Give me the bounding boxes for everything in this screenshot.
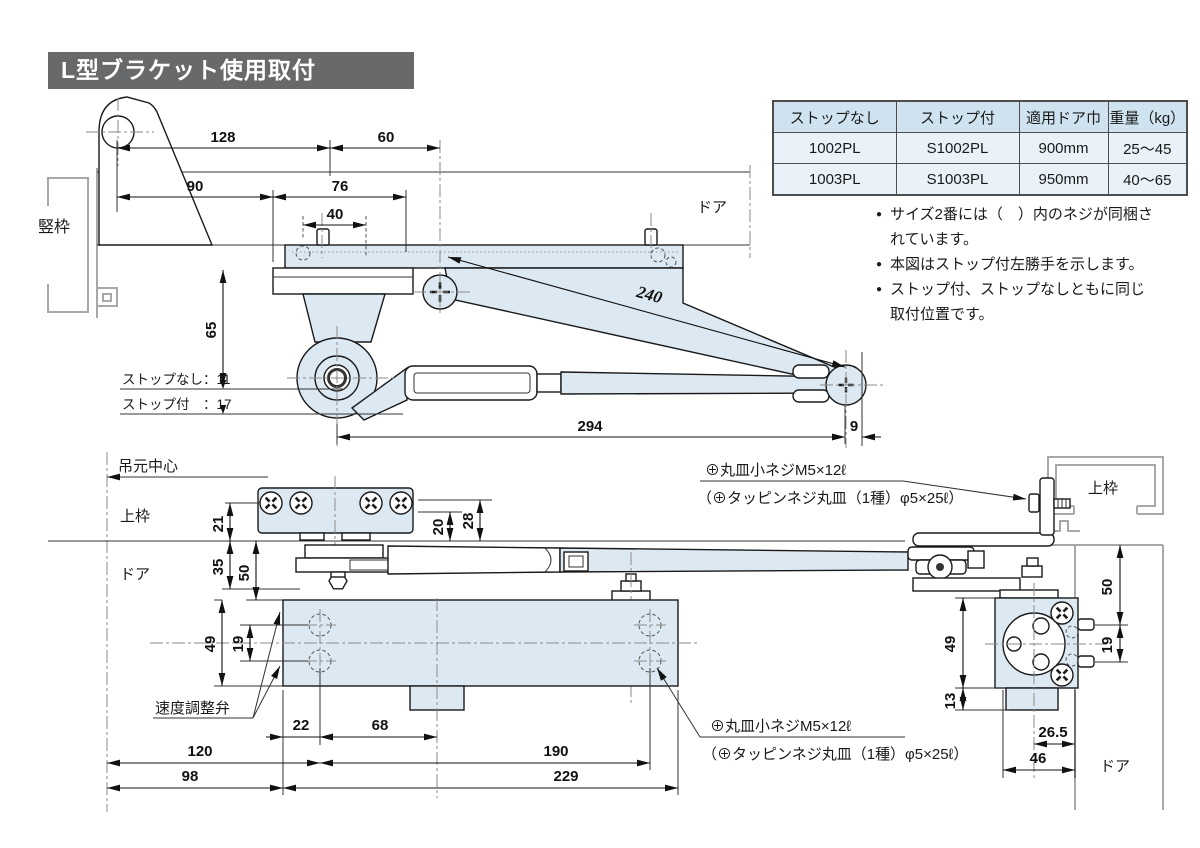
dim-19-right: 19 <box>1099 637 1116 654</box>
screw-note-top: ⊕丸皿小ネジM5×12ℓ （⊕タッピンネジ丸皿（1種）φ5×25ℓ） <box>697 462 1027 507</box>
door-label-left: ドア <box>120 566 150 583</box>
top-frame-label-right: 上枠 <box>1088 480 1118 497</box>
dim-65: 65 <box>203 322 220 339</box>
side-view-dimensions: 50 19 49 13 26.5 46 <box>942 545 1128 778</box>
door-closer-plan <box>272 228 867 421</box>
vertical-frame-label: 竪枠 <box>38 218 70 236</box>
dim-9: 9 <box>850 418 858 435</box>
hinge-center-label: 吊元中心 <box>118 458 178 475</box>
cell-model: 1003PL <box>772 163 897 196</box>
mounting-stud <box>316 228 330 246</box>
dim-28: 28 <box>460 513 477 530</box>
arm-assembly-elevation <box>295 544 1021 592</box>
col-header-weight: 重量（kg） <box>1107 100 1188 133</box>
dim-35: 35 <box>210 559 227 576</box>
mounting-holes <box>304 609 666 677</box>
dim-40: 40 <box>327 206 344 223</box>
dim-98: 98 <box>182 768 199 785</box>
dim-49-right: 49 <box>942 636 959 653</box>
elevation-dimensions-left: 21 35 50 49 19 20 28 <box>202 499 492 687</box>
closer-body-elevation <box>150 552 700 798</box>
dim-229: 229 <box>553 768 578 785</box>
speed-valve-label: 速度調整弁 <box>155 700 230 717</box>
screw-note-bottom: ⊕丸皿小ネジM5×12ℓ （⊕タッピンネジ丸皿（1種）φ5×25ℓ） <box>656 667 968 763</box>
note-line: 取付位置です。 <box>876 302 1200 327</box>
closer-body-end-view <box>985 557 1105 778</box>
bracket-plate-elevation <box>254 476 418 546</box>
notes-list: ● サイズ2番には（ ）内のネジが同梱さ れています。 ● 本図はストップ付左勝手を… <box>876 202 1200 327</box>
screw-note-line2: （⊕タッピンネジ丸皿（1種）φ5×25ℓ） <box>697 490 963 507</box>
bullet-icon: ● <box>876 259 883 270</box>
bracket-screw <box>1028 493 1040 513</box>
dim-21: 21 <box>210 516 227 533</box>
table-row: 1003PL S1003PL 950mm 40～65 <box>772 163 1188 196</box>
cell-model-stop: S1003PL <box>895 163 1020 196</box>
valve-stud <box>1077 618 1095 631</box>
vertical-frame-profile <box>47 168 118 318</box>
dim-128: 128 <box>210 129 235 146</box>
speed-valve-callout: 速度調整弁 <box>153 611 281 719</box>
note-text: れています。 <box>890 231 979 248</box>
note-text: 本図はストップ付左勝手を示します。 <box>890 256 1144 273</box>
dim-22: 22 <box>293 717 310 734</box>
screw-note-line1: ⊕丸皿小ネジM5×12ℓ <box>710 718 851 735</box>
cell-weight: 25～45 <box>1107 132 1188 164</box>
top-view-plan-drawing: 128 60 90 76 40 240 65 ストップなし：11 ストップ付 ：… <box>38 96 884 448</box>
bullet-icon: ● <box>876 209 883 220</box>
l-bracket-plan <box>86 96 214 246</box>
side-section-view: 上枠 ドア <box>912 456 1164 810</box>
cell-door-width: 900mm <box>1018 132 1109 164</box>
col-header-stop-with: ストップ付 <box>895 100 1020 133</box>
dim-190: 190 <box>543 743 568 760</box>
bullet-icon: ● <box>876 284 883 295</box>
note-text: サイズ2番には（ ）内のネジが同梱さ <box>890 206 1153 223</box>
dim-26-5: 26.5 <box>1038 724 1067 741</box>
note-line: ● 本図はストップ付左勝手を示します。 <box>876 252 1200 277</box>
dim-49: 49 <box>202 636 219 653</box>
screw-note-line1: ⊕丸皿小ネジM5×12ℓ <box>705 462 846 479</box>
cell-weight: 40～65 <box>1107 163 1188 196</box>
note-line: れています。 <box>876 227 1200 252</box>
top-frame-label-left: 上枠 <box>120 508 150 525</box>
dim-19: 19 <box>230 636 247 653</box>
spec-table: ストップなし ストップ付 適用ドア巾 重量（kg） 1002PL S1002PL… <box>772 100 1188 196</box>
stop-none-label: ストップなし：11 <box>122 372 231 387</box>
dim-60: 60 <box>378 129 395 146</box>
dim-294: 294 <box>577 418 603 435</box>
dim-46: 46 <box>1030 750 1047 767</box>
valve-stud <box>1077 655 1095 668</box>
cell-door-width: 950mm <box>1018 163 1109 196</box>
dim-68: 68 <box>372 717 389 734</box>
door-label-top-view: ドア <box>697 199 727 216</box>
dim-120: 120 <box>187 743 212 760</box>
door-label-right: ドア <box>1100 758 1130 775</box>
page-title: L型ブラケット使用取付 <box>48 52 414 89</box>
dim-50: 50 <box>236 565 253 582</box>
elevation-dimensions-bottom: 22 68 120 190 98 229 <box>107 668 679 795</box>
note-text: 取付位置です。 <box>890 306 994 323</box>
note-line: ● ストップ付、ストップなしともに同じ <box>876 277 1200 302</box>
table-row: 1002PL S1002PL 900mm 25～45 <box>772 132 1188 164</box>
screw-note-line2: （⊕タッピンネジ丸皿（1種）φ5×25ℓ） <box>702 746 968 763</box>
dim-76: 76 <box>332 178 349 195</box>
dim-20: 20 <box>430 519 447 536</box>
dim-50-right: 50 <box>1099 579 1116 596</box>
note-text: ストップ付、ストップなしともに同じ <box>890 281 1146 298</box>
stop-with-label: ストップ付 ：17 <box>122 397 232 412</box>
dim-13: 13 <box>942 693 959 710</box>
dim-90: 90 <box>187 178 204 195</box>
l-bracket-side <box>912 477 1071 547</box>
note-line: ● サイズ2番には（ ）内のネジが同梱さ <box>876 202 1200 227</box>
cell-model-stop: S1002PL <box>895 132 1020 164</box>
bottom-view-drawing: 吊元中心 上枠 ドア <box>48 452 1164 812</box>
